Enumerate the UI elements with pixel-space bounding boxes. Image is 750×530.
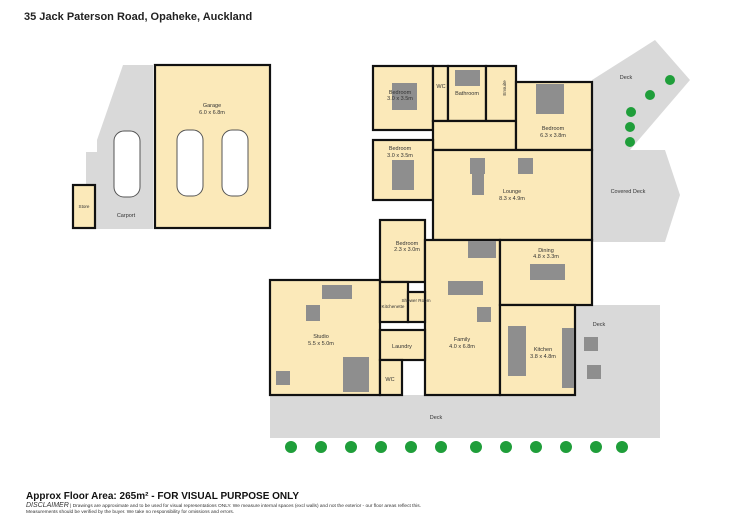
car-icons xyxy=(113,129,249,198)
furniture xyxy=(276,70,601,392)
wc-2-label: WC xyxy=(385,377,394,383)
kitchen-label: Kitchen xyxy=(534,347,552,353)
family-size: 4.0 x 6.8m xyxy=(449,344,475,350)
family-label: Family xyxy=(454,337,470,343)
bedroom-3-label: Bedroom xyxy=(396,241,419,247)
studio-label: Studio xyxy=(313,334,329,340)
bedroom-1-label: Bedroom xyxy=(389,90,412,96)
wc-2 xyxy=(378,358,404,397)
bedroom-2-label: Bedroom xyxy=(389,146,412,152)
master-bedroom-label: Bedroom xyxy=(542,126,565,132)
store-room xyxy=(71,183,97,230)
garage-label: Garage xyxy=(203,103,221,109)
bedroom-1-size: 3.0 x 3.5m xyxy=(387,96,413,102)
store-label: Store xyxy=(79,204,90,209)
deck-top-area xyxy=(592,40,690,150)
studio-size: 5.5 x 5.0m xyxy=(308,341,334,347)
disclaimer-text: | Drawings are approximate and to be use… xyxy=(70,504,421,509)
footer: Approx Floor Area: 265m² - FOR VISUAL PU… xyxy=(26,491,421,516)
kitchenette-label: Kitchenette xyxy=(382,304,405,309)
lounge-room xyxy=(431,148,594,242)
bathroom-label: Bathroom xyxy=(455,91,479,97)
dining-size: 4.8 x 3.3m xyxy=(533,254,559,260)
disclaimer: DISCLAIMER | Drawings are approximate an… xyxy=(26,502,421,516)
laundry-room xyxy=(378,328,427,362)
wc-1-label: WC xyxy=(436,84,445,90)
lounge-label: Lounge xyxy=(503,189,521,195)
bedroom-3-size: 2.3 x 3.0m xyxy=(394,247,420,253)
kitchen-size: 3.8 x 4.8m xyxy=(530,354,556,360)
covered-deck-label: Covered Deck xyxy=(611,189,646,195)
deck-bottom-area xyxy=(270,395,660,438)
deck-top-label: Deck xyxy=(620,75,633,81)
car-icon xyxy=(113,130,141,198)
deck-bottom-label: Deck xyxy=(430,415,443,421)
floor-area-text: Approx Floor Area: 265m² - FOR VISUAL PU… xyxy=(26,491,300,502)
disclaimer-label: DISCLAIMER xyxy=(26,502,69,509)
lounge-size: 8.3 x 4.9m xyxy=(499,196,525,202)
deck-right-label: Deck xyxy=(593,322,606,328)
hallway-top xyxy=(431,119,518,152)
car-icon xyxy=(221,129,249,197)
bedroom-2-size: 3.0 x 3.5m xyxy=(387,153,413,159)
wc-1 xyxy=(431,64,450,123)
car-icon xyxy=(176,129,204,197)
master-bedroom-size: 6.3 x 3.8m xyxy=(540,133,566,139)
garage-room xyxy=(153,63,272,230)
garage-size: 6.0 x 6.8m xyxy=(199,110,225,116)
shower-room-label: Shower Room xyxy=(401,298,430,303)
laundry-label: Laundry xyxy=(392,344,412,350)
tree-icons xyxy=(285,75,675,453)
dining-label: Dining xyxy=(538,248,554,254)
property-address-title: 35 Jack Paterson Road, Opaheke, Auckland xyxy=(24,11,253,23)
ensuite-room xyxy=(484,64,518,123)
shower-room xyxy=(406,290,427,324)
disclaimer-text-2: Measurements should be verified by the b… xyxy=(26,510,235,515)
covered-deck-area xyxy=(592,150,680,242)
carport-label: Carport xyxy=(117,213,136,219)
ensuite-label: Ensuite xyxy=(502,80,507,96)
